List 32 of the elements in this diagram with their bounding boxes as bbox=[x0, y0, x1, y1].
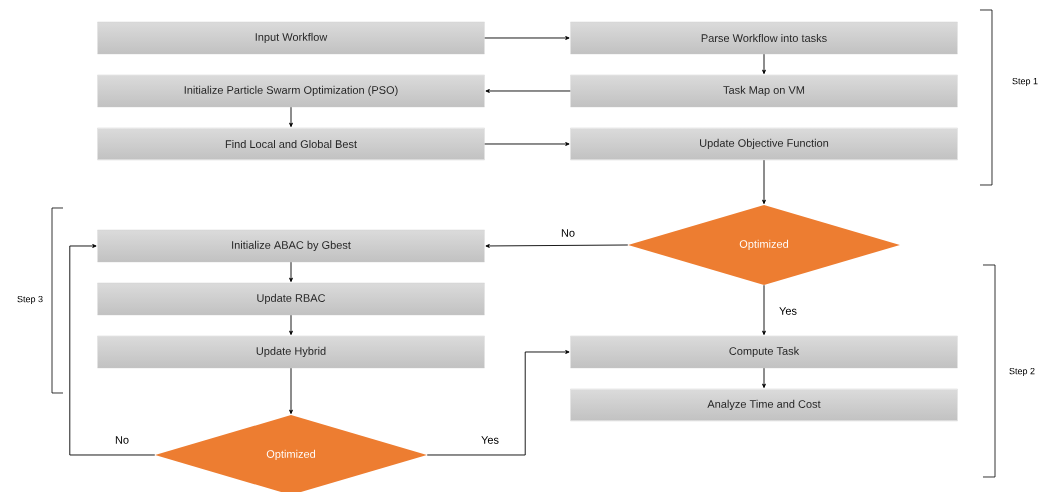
edge-label: No bbox=[561, 229, 575, 237]
process-box: Parse Workflow into tasks bbox=[570, 21, 958, 55]
arrow bbox=[762, 367, 766, 389]
edge-label: Yes bbox=[779, 307, 797, 315]
process-box: Initialize ABAC by Gbest bbox=[97, 229, 485, 263]
arrow bbox=[289, 106, 293, 128]
step-label: Step 2 bbox=[1009, 367, 1035, 377]
process-box: Task Map on VM bbox=[570, 74, 958, 108]
arrow bbox=[289, 261, 293, 283]
process-box: Find Local and Global Best bbox=[97, 127, 485, 161]
process-box: Initialize Particle Swarm Optimization (PSO) bbox=[97, 74, 485, 108]
arrow bbox=[484, 36, 570, 40]
process-box: Analyze Time and Cost bbox=[570, 388, 958, 422]
step-label: Step 3 bbox=[17, 295, 43, 305]
arrow bbox=[289, 314, 293, 336]
arrow bbox=[762, 53, 766, 75]
process-box: Update RBAC bbox=[97, 282, 485, 316]
process-box: Input Workflow bbox=[97, 21, 485, 55]
arrow bbox=[762, 159, 766, 205]
process-box: Update Hybrid bbox=[97, 335, 485, 369]
arrow bbox=[289, 367, 293, 415]
edge-label: Yes bbox=[481, 436, 499, 444]
process-box: Compute Task bbox=[570, 335, 958, 369]
arrow bbox=[69, 244, 156, 456]
arrow bbox=[485, 89, 571, 93]
process-box: Update Objective Function bbox=[570, 127, 958, 161]
arrow bbox=[762, 284, 766, 336]
step-label: Step 1 bbox=[1012, 77, 1038, 87]
arrow bbox=[426, 350, 570, 456]
edge-label: No bbox=[115, 436, 129, 444]
arrow bbox=[485, 244, 629, 248]
arrow bbox=[484, 142, 570, 146]
